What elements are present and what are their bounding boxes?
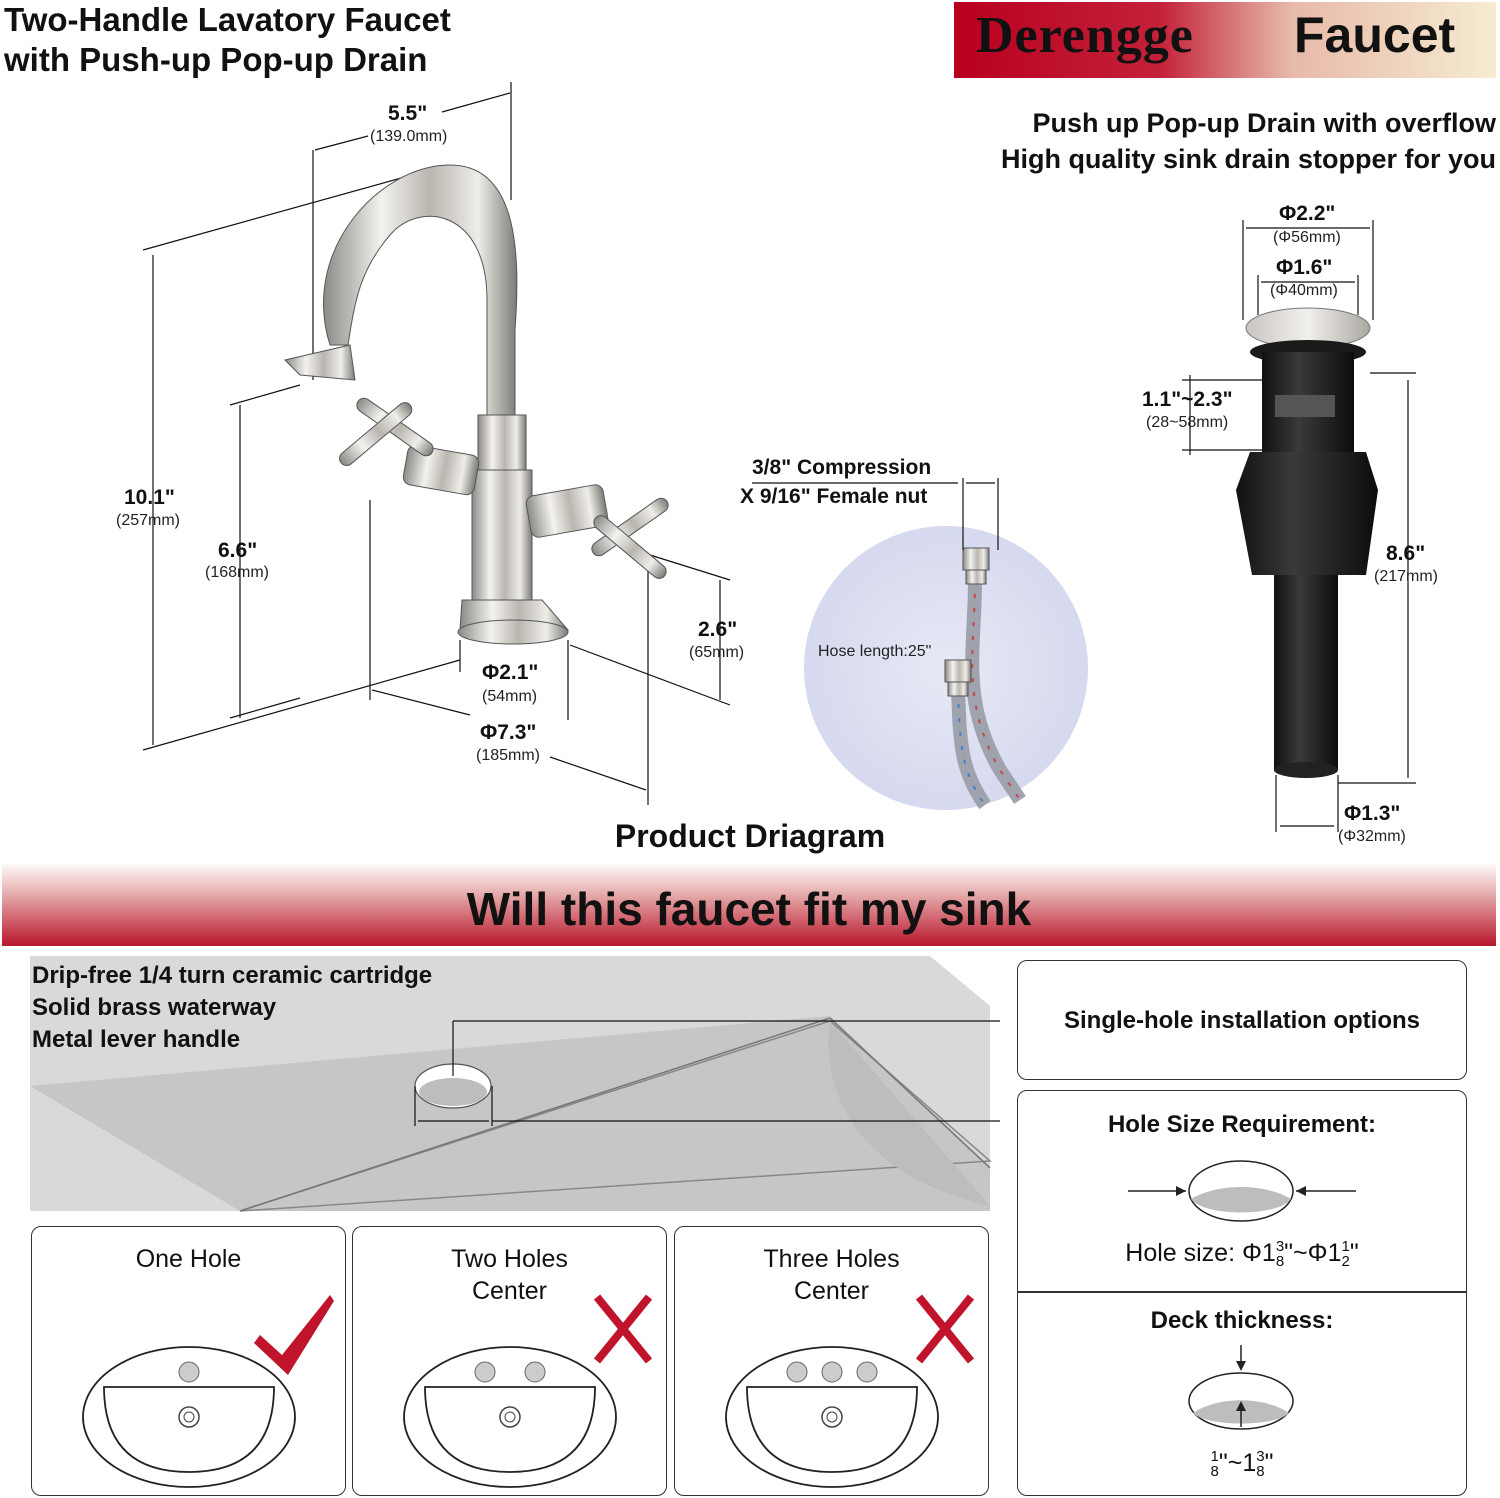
dim-cap-mm: (Φ56mm) <box>1273 229 1341 246</box>
dim-spout-mm: (168mm) <box>205 564 270 581</box>
dim-spout-in: 6.6" <box>218 539 258 562</box>
brand-logo: Derengge <box>976 7 1194 64</box>
option-two-holes-line1: Two Holes <box>451 1245 568 1273</box>
deck-title: Deck thickness: <box>1150 1307 1334 1334</box>
deck-thickness-icon <box>1188 1345 1294 1430</box>
feature-2: Solid brass waterway <box>32 994 277 1021</box>
dim-handle-in: 2.6" <box>698 618 738 641</box>
hole-size-frac2-den: 2 <box>1341 1253 1350 1271</box>
checkmark-icon <box>254 1295 334 1375</box>
single-hole-label: Single-hole installation options <box>1063 1007 1420 1034</box>
hose-length: Hose length:25" <box>818 643 932 660</box>
hole-size-frac1-num: 3 <box>1275 1238 1285 1256</box>
dim-width-in: 5.5" <box>388 102 428 125</box>
hole-size-end: " <box>1349 1239 1359 1267</box>
hole-size-frac2-num: 1 <box>1341 1238 1350 1256</box>
tagline-2: High quality sink drain stopper for you <box>1000 144 1496 174</box>
deck-den2: 8 <box>1256 1463 1265 1481</box>
dim-width-mm: (139.0mm) <box>370 128 448 145</box>
hole-size-sep: "~Φ1 <box>1284 1239 1342 1267</box>
dim-spread-in: Φ7.3" <box>480 721 537 744</box>
option-three-holes: Three Holes Center <box>674 1226 989 1496</box>
dim-length-in: 8.6" <box>1386 542 1426 565</box>
hose-illustration <box>804 526 1088 810</box>
option-one-hole-line1: One Hole <box>135 1245 242 1273</box>
dim-top-mm: (Φ40mm) <box>1270 282 1338 299</box>
option-two-holes: Two Holes Center <box>352 1226 667 1496</box>
hose-label-2: X 9/16" Female nut <box>740 485 928 508</box>
dim-base-mm: (54mm) <box>482 688 538 705</box>
feature-3: Metal lever handle <box>32 1026 241 1053</box>
deck-den1: 8 <box>1210 1463 1219 1481</box>
dim-range-in: 1.1"~2.3" <box>1142 388 1233 411</box>
dim-pipe-in: Φ1.3" <box>1344 802 1401 825</box>
brand-product: Faucet <box>1294 7 1456 63</box>
title-line-2: with Push-up Pop-up Drain <box>4 41 428 78</box>
deck-num1: 1 <box>1210 1448 1219 1466</box>
drain-image <box>1236 307 1378 778</box>
faucet-image <box>284 164 669 645</box>
sink-surface-svg <box>30 956 1000 1212</box>
product-diagram-svg <box>142 82 1416 832</box>
divider <box>1018 1291 1466 1293</box>
option-one-hole: One Hole <box>31 1226 346 1496</box>
sink-three-holes-icon <box>725 1294 975 1488</box>
drain-dimension-lines <box>1182 220 1416 832</box>
brand-banner: Derengge Faucet <box>954 2 1496 78</box>
single-hole-box: Single-hole installation options <box>1017 960 1467 1080</box>
dim-spread-mm: (185mm) <box>476 747 541 764</box>
option-three-holes-line2: Center <box>793 1277 870 1305</box>
faucet-dimension-lines <box>142 82 731 805</box>
fit-banner: Will this faucet fit my sink <box>2 862 1496 946</box>
hole-size-prefix: Hole size: Φ1 <box>1125 1239 1276 1267</box>
hole-size-frac1-den: 8 <box>1275 1253 1285 1271</box>
option-two-holes-line2: Center <box>471 1277 548 1305</box>
hole-size-title: Hole Size Requirement: <box>1107 1111 1377 1138</box>
deck-end: " <box>1264 1449 1274 1477</box>
sink-two-holes-icon <box>403 1294 653 1488</box>
title-line-1: Two-Handle Lavatory Faucet <box>4 1 451 38</box>
sink-one-hole-icon <box>82 1295 334 1488</box>
dim-range-mm: (28~58mm) <box>1146 414 1229 431</box>
dim-handle-mm: (65mm) <box>689 644 745 661</box>
cross-icon <box>593 1294 653 1364</box>
fit-banner-text: Will this faucet fit my sink <box>466 883 1032 935</box>
dim-height-in: 10.1" <box>124 486 175 509</box>
feature-1: Drip-free 1/4 turn ceramic cartridge <box>32 962 433 989</box>
hose-dimension-lines <box>752 478 999 550</box>
dim-height-mm: (257mm) <box>116 512 181 529</box>
dim-top-in: Φ1.6" <box>1276 256 1333 279</box>
dim-cap-in: Φ2.2" <box>1279 202 1336 225</box>
cross-icon <box>915 1294 975 1364</box>
dim-base-in: Φ2.1" <box>482 661 539 684</box>
tagline-1: Push up Pop-up Drain with overflow <box>1032 108 1497 138</box>
deck-num2: 3 <box>1256 1448 1265 1466</box>
deck-sep: "~1 <box>1218 1449 1257 1477</box>
hose-label-1: 3/8" Compression <box>752 456 932 479</box>
dim-pipe-mm: (Φ32mm) <box>1338 828 1406 845</box>
hole-size-icon <box>1128 1160 1356 1222</box>
dim-length-mm: (217mm) <box>1374 568 1439 585</box>
option-three-holes-line1: Three Holes <box>763 1245 900 1273</box>
product-diagram-label: Product Driagram <box>614 818 886 854</box>
